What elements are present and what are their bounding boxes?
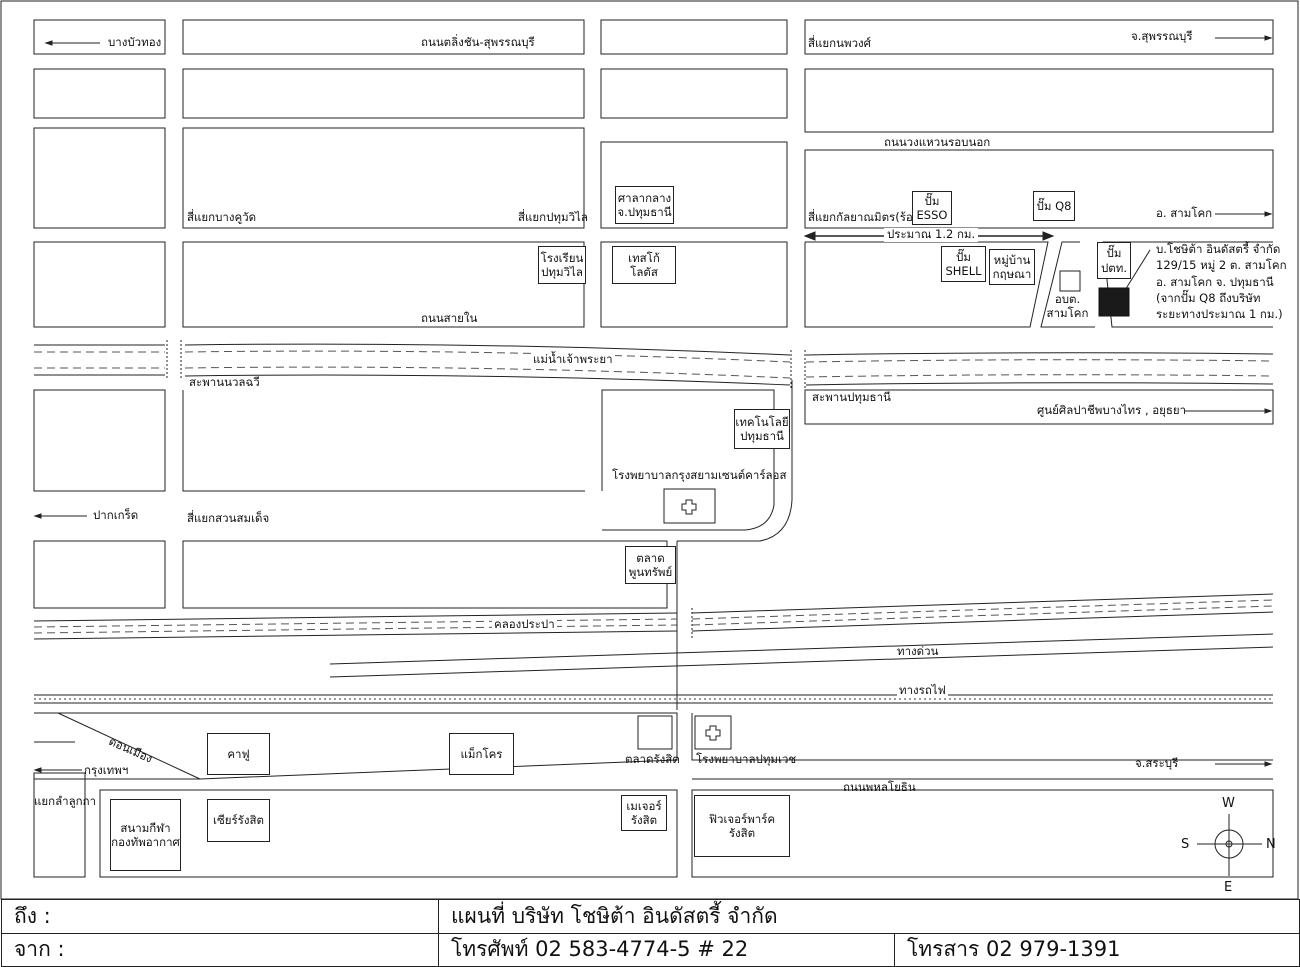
compass-bottom: E (1224, 880, 1233, 895)
place-stadium: สนามกีฬา กองทัพอากาศ (110, 799, 181, 871)
direction-bang-bua-thong: บางบัวทอง (108, 35, 162, 49)
place-tesco-line1: เทสโก้ โลตัส (628, 250, 660, 279)
place-zeer-line1: เซียร์รังสิต (213, 813, 264, 828)
distance-label: ประมาณ 1.2 กม. (884, 227, 979, 242)
place-talad-phun-line2: พูนทรัพย์ (628, 565, 673, 579)
place-stadium-line1: สนามกีฬา (120, 820, 171, 835)
footer-phone: โทรศัพท์ 02 583-4774-5 # 22 (438, 933, 906, 966)
place-sala-klang-line1: ศาลากลาง (617, 190, 672, 205)
road-expressway: ทางด่วน (897, 644, 939, 658)
bridge-pathum-thani: สะพานปทุมธานี (812, 390, 891, 404)
place-tech-line1: เทคโนโลยี (735, 414, 789, 429)
company-note-line3: อ. สามโคก จ. ปทุมธานี (1156, 274, 1274, 289)
place-cafe: คาฟู (207, 733, 270, 775)
road-phahonyothin: ถนนพหลโยธิน (843, 780, 916, 794)
place-major-rangsit: เมเจอร์ รังสิต (621, 795, 667, 831)
place-makro-line1: แม็กโคร (460, 746, 503, 761)
direction-bangkok: กรุงเทพฯ (84, 763, 129, 777)
direction-saraburi: จ.สระบุรี (1135, 756, 1179, 770)
place-major-line1: เมเจอร์ (626, 798, 662, 813)
place-makro: แม็กโคร (449, 733, 514, 775)
footer-table: ถึง : แผนที่ บริษัท โชษิต้า อินดัสตรี้ จ… (1, 899, 1300, 967)
bridge-nuanchawi: สะพานนวลฉวี (189, 375, 260, 389)
place-q8-line1: ปั๊ม Q8 (1036, 198, 1072, 213)
company-note-line1: บ.โชษิต้า อินดัสตรี้ จำกัด (1156, 242, 1281, 256)
place-technology-pathum: เทคโนโลยี ปทุมธานี (734, 409, 790, 449)
hospital-bangkok-siam-label: โรงพยาบาลกรุงสยามเซนต์คาร์ลอส (612, 468, 787, 482)
place-cafe-line1: คาฟู (227, 746, 250, 761)
place-future-park: ฟิวเจอร์พาร์ค รังสิต (694, 795, 790, 857)
place-q8: ปั๊ม Q8 (1033, 191, 1075, 221)
road-sai-nai: ถนนสายใน (421, 311, 478, 325)
place-stadium-line2: กองทัพอากาศ (111, 835, 180, 849)
place-esso: ปั๊ม ESSO (912, 191, 952, 225)
place-shell-line2: SHELL (945, 264, 982, 278)
company-note-line4: (จากปั๊ม Q8 ถึงบริษัท (1156, 290, 1261, 305)
place-future-park-line1: ฟิวเจอร์พาร์ค รังสิต (708, 811, 776, 840)
place-mooban-line1: หมู่บ้าน (993, 252, 1031, 267)
road-north: ถนนตลิ่งชัน-สุพรรณบุรี (421, 35, 535, 49)
place-shell-line1: ปั๊ม (956, 249, 971, 264)
canal-khlong-prapa: คลองประปา (492, 617, 557, 632)
place-rongrian-line1: โรงเรียน (540, 250, 584, 265)
place-tech-line2: ปทุมธานี (740, 429, 784, 443)
direction-sam-khok: อ. สามโคก (1156, 206, 1213, 220)
junction-pathum-wilai: สี่แยกปทุมวิไล (518, 210, 588, 224)
place-talad-phun-line1: ตลาด (636, 550, 665, 565)
place-rongrian: โรงเรียน ปทุมวิไล (538, 246, 586, 284)
place-shell: ปั๊ม SHELL (941, 246, 986, 282)
place-sala-klang-line2: จ.ปทุมธานี (617, 205, 672, 219)
junction-bang-khuwat: สี่แยกบางคูวัด (187, 210, 257, 224)
footer-row-2: จาก : โทรศัพท์ 02 583-4774-5 # 22 โทรสาร… (2, 933, 1299, 966)
footer-row-1: ถึง : แผนที่ บริษัท โชษิต้า อินดัสตรี้ จ… (2, 900, 1299, 934)
junction-lam-luk-ka: แยกลำลูกกา (34, 794, 97, 808)
road-outer-ring: ถนนวงแหวนรอบนอก (884, 135, 991, 149)
direction-pak-kret: ปากเกร็ด (93, 508, 139, 522)
place-mooban-line2: กฤษณา (992, 267, 1032, 281)
railway-label: ทางรถไฟ (897, 683, 948, 698)
junction-kanlayanamit: สี่แยกกัลยาณมิตร(ร้อยศพ) (808, 210, 939, 224)
place-major-line2: รังสิต (630, 813, 658, 827)
place-ptt-line2: ปตท. (1100, 260, 1127, 275)
place-rongrian-line2: ปทุมวิไล (541, 265, 583, 279)
place-talad-rangsit: ตลาดรังสิต (625, 752, 680, 766)
company-note-line2: 129/15 หมู่ 2 ต. สามโคก (1156, 258, 1287, 273)
place-mooban-kritsana: หมู่บ้าน กฤษณา (989, 249, 1035, 285)
place-obt-line1: อบต. (1054, 291, 1081, 306)
road-map (0, 0, 1299, 900)
company-note: บ.โชษิต้า อินดัสตรี้ จำกัด 129/15 หมู่ 2… (1156, 241, 1287, 323)
footer-title: แผนที่ บริษัท โชษิต้า อินดัสตรี้ จำกัด (438, 900, 1300, 933)
place-talad-phun-sap: ตลาด พูนทรัพย์ (625, 546, 676, 584)
footer-to: ถึง : (14, 904, 51, 928)
place-tesco-lotus: เทสโก้ โลตัส (612, 246, 676, 284)
place-zeer-rangsit: เซียร์รังสิต (207, 799, 270, 842)
footer-from: จาก : (14, 937, 65, 961)
junction-nopphawong: สี่แยกนพวงศ์ (808, 36, 871, 50)
footer-fax: โทรสาร 02 979-1391 (894, 933, 1300, 966)
direction-suphanburi: จ.สุพรรณบุรี (1131, 29, 1193, 43)
compass-top: W (1222, 796, 1235, 811)
hospital-pathumwet-label: โรงพยาบาลปทุมเวช (696, 752, 797, 766)
compass-right: N (1266, 837, 1276, 852)
company-note-line5: ระยะทางประมาณ 1 กม.) (1156, 307, 1283, 322)
place-obt-line2: สามโคก (1046, 306, 1089, 320)
compass-left: S (1181, 837, 1190, 852)
place-ptt-line1: ปั๊ม (1106, 246, 1122, 261)
place-esso-line2: ESSO (916, 208, 948, 222)
place-esso-line1: ปั๊ม (924, 193, 940, 208)
junction-suan-somdet: สี่แยกสวนสมเด็จ (187, 511, 270, 525)
place-obt-sam-khok: อบต. สามโคก (1045, 289, 1090, 323)
direction-ayutthaya: ศูนย์ศิลปาชีพบางไทร , อยุธยา (1037, 403, 1187, 417)
place-ptt: ปั๊ม ปตท. (1097, 242, 1131, 279)
place-sala-klang: ศาลากลาง จ.ปทุมธานี (615, 186, 674, 224)
river-chao-phraya: แม่น้ำเจ้าพระยา (531, 352, 615, 367)
